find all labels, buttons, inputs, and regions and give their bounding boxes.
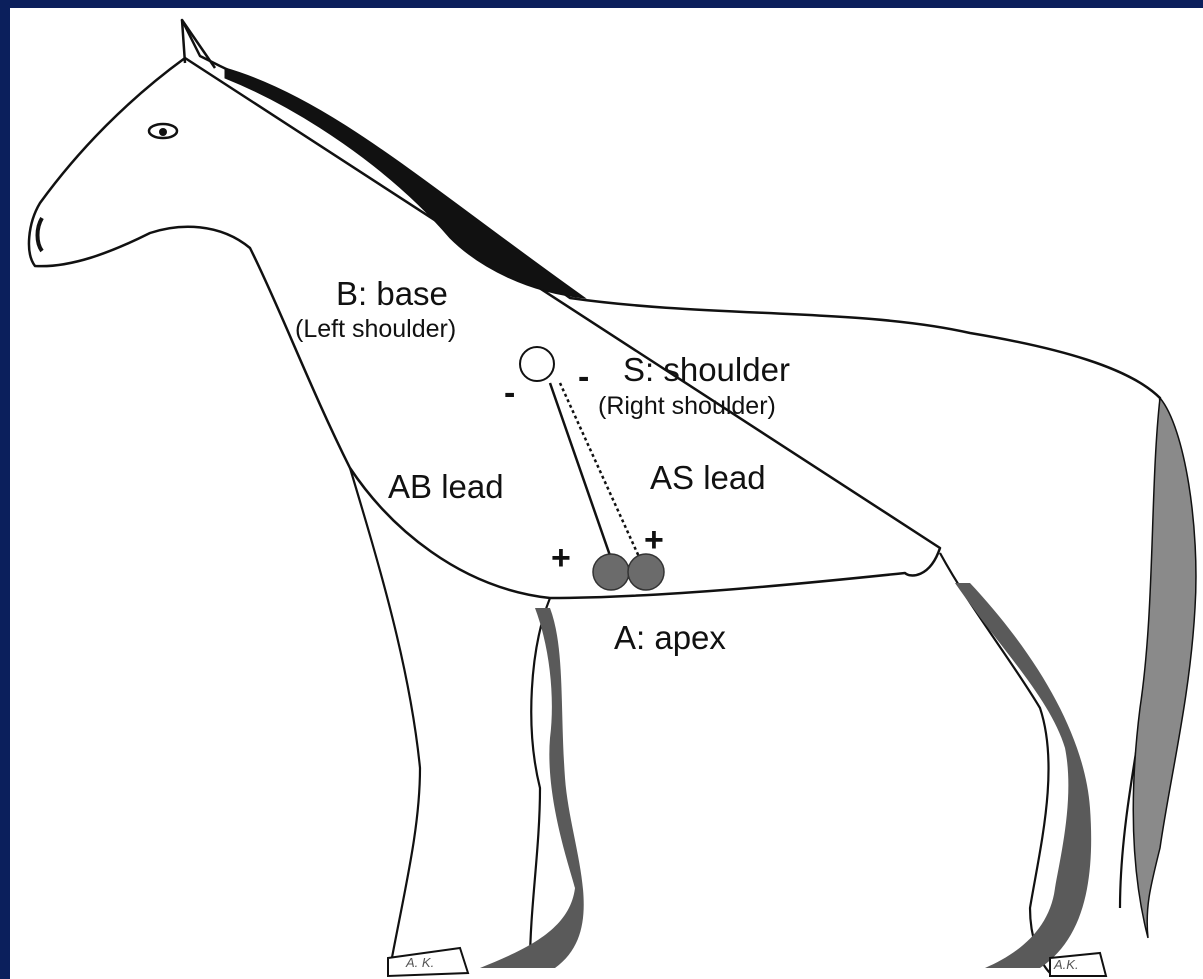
apex-label: A: apex [614,621,726,654]
base-electrode [520,347,554,381]
apex-electrode-right [628,554,664,590]
base-negative-sign: - [504,376,515,410]
as-lead-label: AS lead [650,461,766,494]
as-positive-sign: + [644,523,664,557]
horse-ear [182,20,215,68]
horse-tail [1133,398,1196,938]
diagram-canvas: B: base (Left shoulder) S: shoulder (Rig… [10,8,1203,979]
ab-lead-label: AB lead [388,470,504,503]
horse-nostril [38,218,43,251]
front-leg-outline [350,468,550,968]
horse-illustration [10,8,1203,979]
ab-positive-sign: + [551,541,571,575]
shoulder-sublabel: (Right shoulder) [598,394,776,419]
apex-electrode-left [593,554,629,590]
base-sublabel: (Left shoulder) [295,317,456,342]
shoulder-negative-sign: - [578,360,589,394]
artist-signature-hind: A.K. [1054,958,1079,971]
hind-leg-outline [940,553,1140,973]
hind-leg-shade [955,583,1091,968]
artist-signature-front: A. K. [406,956,434,969]
horse-mane [225,68,585,298]
base-label: B: base [336,277,448,310]
shoulder-label: S: shoulder [623,353,790,386]
